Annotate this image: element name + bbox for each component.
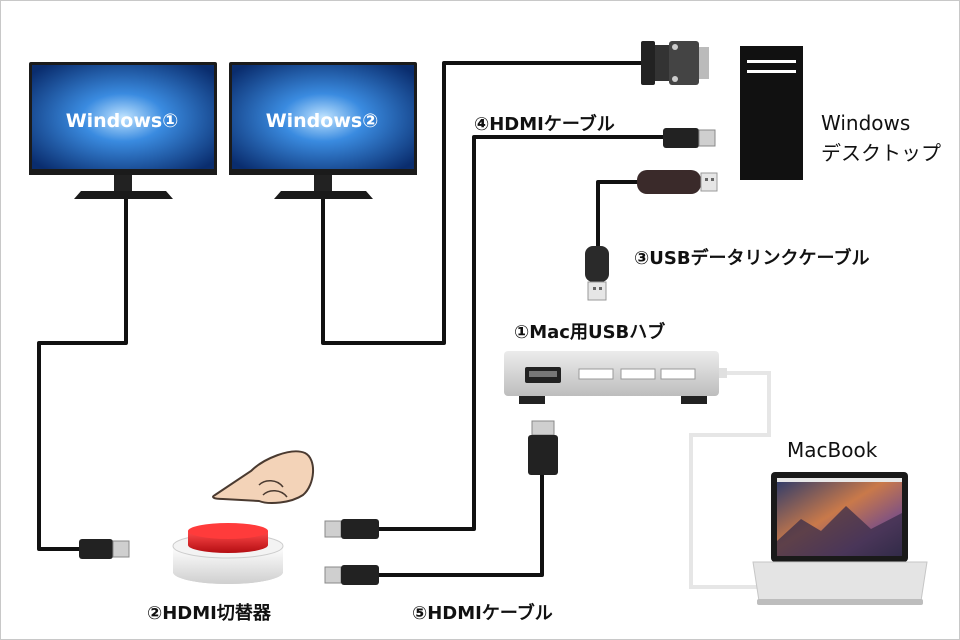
cable-3-usb-link xyxy=(596,180,637,247)
cable-monitor1-to-switcher xyxy=(37,199,128,551)
hdmi-switcher-label: ②HDMI切替器 xyxy=(147,603,271,624)
cable-4-hdmi xyxy=(379,135,663,531)
usb-hub xyxy=(504,351,727,404)
hdmi-switcher xyxy=(172,523,284,584)
desktop-label-line2: デスクトップ xyxy=(821,141,941,165)
cable-hub-to-macbook xyxy=(689,371,771,589)
usb-plug-icon xyxy=(637,170,718,194)
cable-3-label: ③USBデータリンクケーブル xyxy=(634,248,870,269)
desktop-pc xyxy=(740,46,803,180)
macbook-label: MacBook xyxy=(787,438,878,462)
hdmi-plug-icon xyxy=(663,128,716,148)
cable-4-label: ④HDMIケーブル xyxy=(474,114,615,135)
dvi-plug-icon xyxy=(641,41,709,85)
hdmi-plug-icon xyxy=(79,539,130,559)
pointing-hand-icon xyxy=(212,450,314,504)
monitor-2: Windows② xyxy=(229,62,417,199)
desktop-label-line1: Windows xyxy=(821,111,911,135)
monitor-1-label: Windows① xyxy=(66,110,179,132)
hdmi-plug-icon xyxy=(528,420,558,475)
usb-plug-icon xyxy=(585,246,609,301)
monitor-2-label: Windows② xyxy=(266,110,379,132)
cable-monitor2-to-desktop xyxy=(321,61,641,345)
macbook xyxy=(752,472,928,605)
cable-5-label: ⑤HDMIケーブル xyxy=(412,603,553,624)
hdmi-plug-icon xyxy=(324,565,379,585)
cable-5-hdmi xyxy=(379,473,544,577)
hdmi-plug-icon xyxy=(324,519,379,539)
cables xyxy=(37,61,663,577)
usb-hub-label: ①Mac用USBハブ xyxy=(514,322,666,343)
monitor-1: Windows① xyxy=(29,62,217,199)
